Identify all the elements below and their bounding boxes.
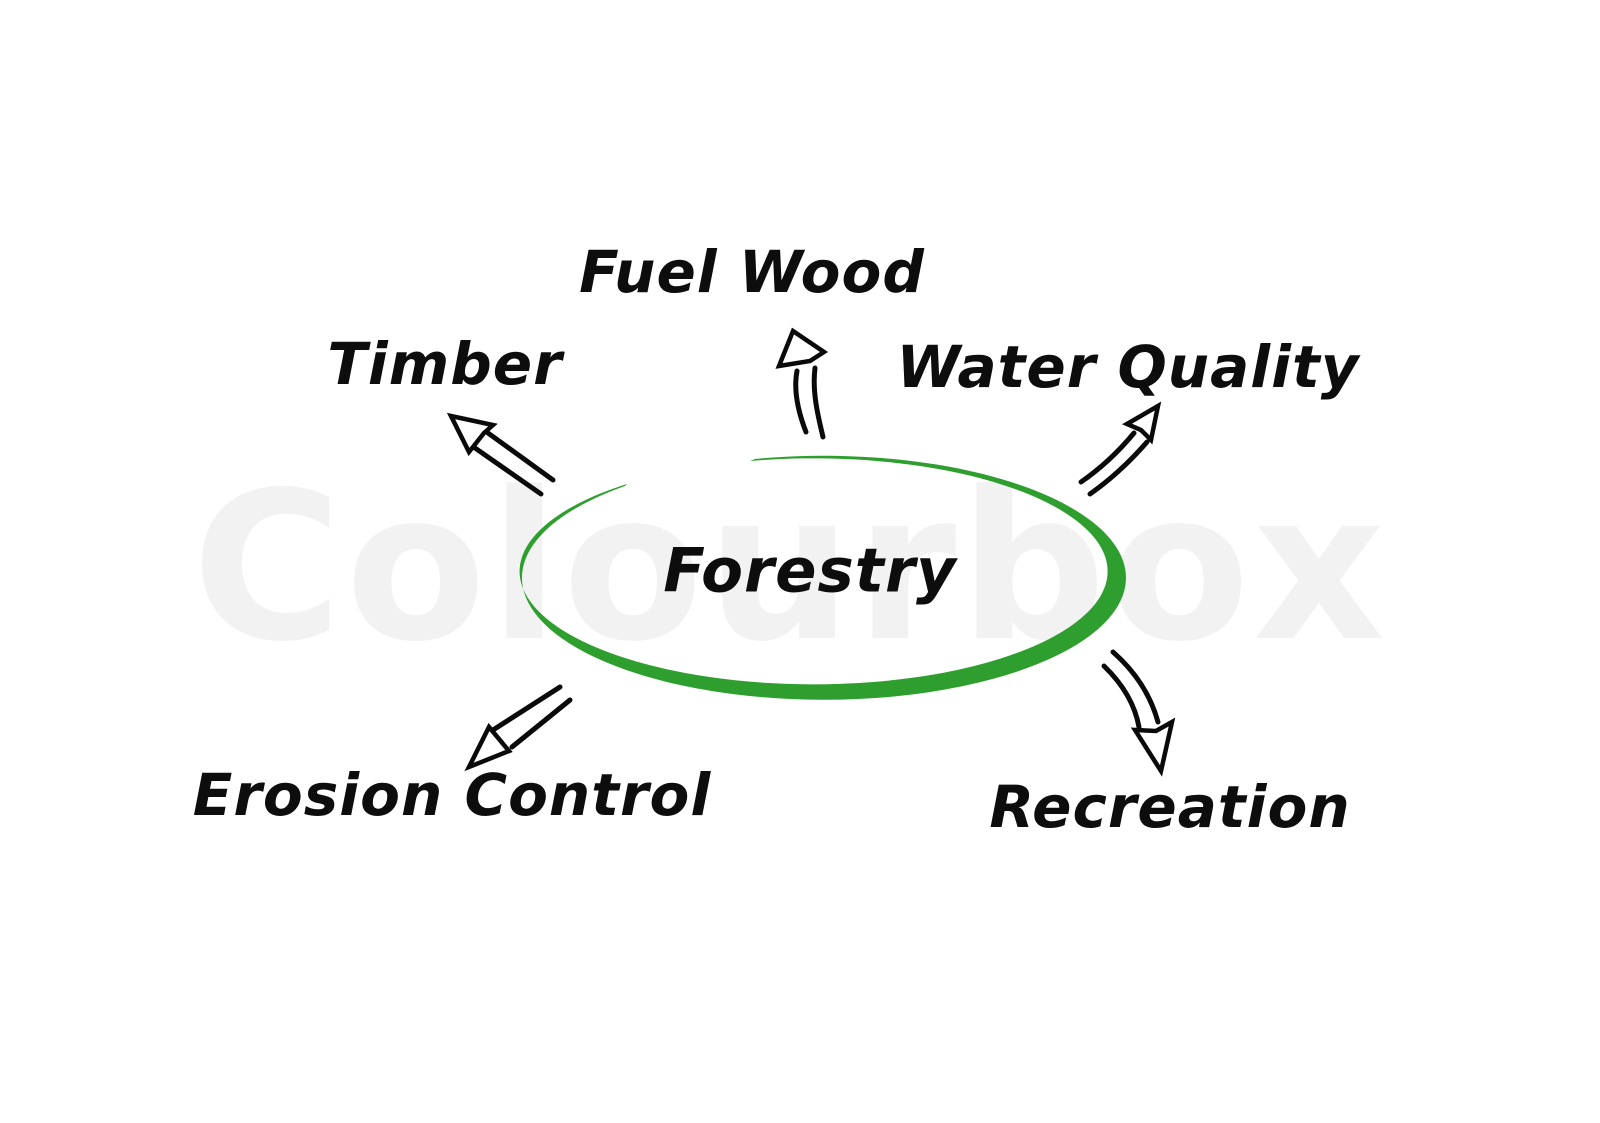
arrow-timber-icon — [446, 412, 556, 497]
label-forestry-center: Forestry — [663, 535, 957, 607]
colourbox-watermark: Colourbox — [191, 449, 1389, 687]
arrow-water-quality-icon — [1078, 401, 1162, 497]
arrow-erosion-control-icon — [464, 684, 573, 772]
arrow-recreation-icon — [1101, 649, 1176, 777]
label-recreation: Recreation — [989, 773, 1351, 841]
label-erosion-control: Erosion Control — [192, 761, 712, 829]
label-water-quality: Water Quality — [896, 333, 1360, 401]
arrow-fuel-wood-icon — [775, 327, 829, 440]
label-fuel-wood: Fuel Wood — [579, 238, 925, 306]
label-timber: Timber — [327, 330, 563, 398]
